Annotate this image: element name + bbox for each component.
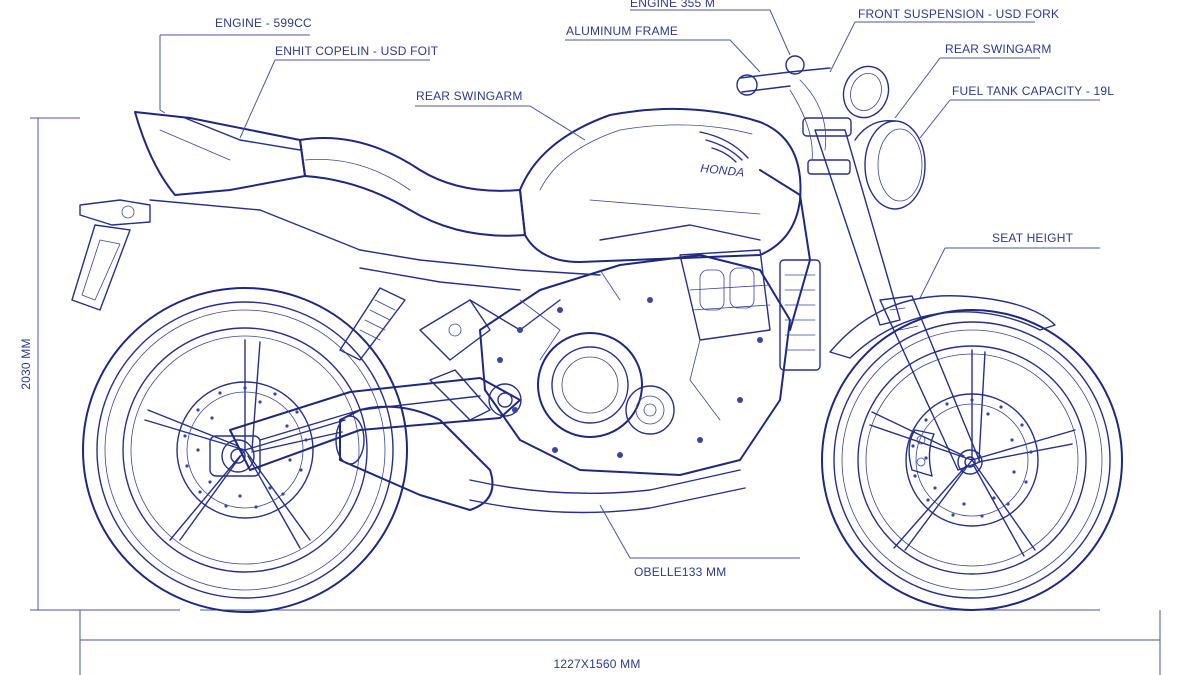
label-seat-height: SEAT HEIGHT xyxy=(992,231,1074,245)
rear-shock xyxy=(339,287,406,361)
fuel-tank: HONDA xyxy=(519,107,802,263)
engine-block xyxy=(479,249,821,476)
front-wheel xyxy=(821,295,1123,611)
label-engine: ENGINE - 599CC xyxy=(215,16,312,30)
label-fuel-tank: FUEL TANK CAPACITY - 19L xyxy=(952,84,1114,98)
license-plate-bracket xyxy=(71,224,131,311)
seat xyxy=(299,137,526,237)
rear-wheel xyxy=(82,287,408,613)
taillight-indicator xyxy=(79,199,151,226)
instrument-gauge xyxy=(842,65,890,119)
length-dimension: 1227X1560 MM xyxy=(79,609,1161,675)
exhaust xyxy=(335,405,746,514)
tail-section xyxy=(134,111,361,251)
label-rear-swingarm-right: REAR SWINGARM xyxy=(945,42,1052,56)
leader-lines xyxy=(159,9,1100,559)
label-aluminum-frame: ALUMINUM FRAME xyxy=(566,24,678,38)
front-fork xyxy=(802,117,981,471)
label-rear-swingarm-left: REAR SWINGARM xyxy=(416,89,523,103)
height-dim-label: 2030 MM xyxy=(19,338,33,389)
annotation-labels: ENGINE - 599CC ENGINE 355 M ALUMINUM FRA… xyxy=(215,0,1114,579)
label-front-suspension: FRONT SUSPENSION - USD FORK xyxy=(858,7,1059,21)
length-dim-label: 1227X1560 MM xyxy=(553,657,640,671)
height-dimension: 2030 MM xyxy=(19,117,180,611)
label-engine-copelin: ENΗIT COPELIΝ - USD FOIT xyxy=(275,44,439,58)
brand-mark: HONDA xyxy=(700,161,746,180)
footpeg-bracket xyxy=(419,299,491,421)
aluminum-frame xyxy=(359,169,811,331)
label-engine-top: ENGINE 355 M xyxy=(630,0,715,10)
headlight xyxy=(854,119,926,210)
label-bottom-dim: OBELLE133 MM xyxy=(634,565,726,579)
handlebar xyxy=(736,55,831,161)
